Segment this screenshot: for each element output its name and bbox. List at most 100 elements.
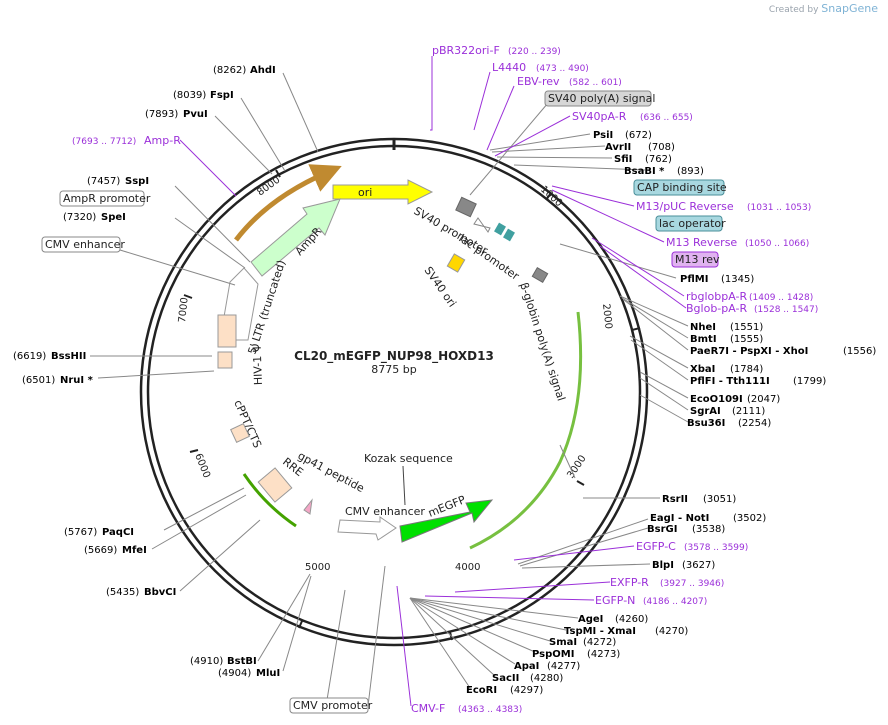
sv40-promoter-feature[interactable]: [455, 196, 477, 218]
primer-bglob-pa-r[interactable]: Bglob-pA-R: [686, 302, 748, 315]
box-cmv-promoter: [289, 697, 369, 714]
enzyme-pflmi[interactable]: PflMI: [680, 274, 708, 285]
enzyme-paqci[interactable]: PaqCI: [102, 527, 134, 538]
kozak-label: Kozak sequence: [364, 452, 453, 465]
boxed-label-cap-binding-site[interactable]: CAP binding site: [637, 181, 727, 194]
primer-leaders: [179, 56, 687, 707]
enzyme-spei[interactable]: SpeI: [101, 212, 126, 223]
boxed-label-m13-rev[interactable]: M13 rev: [675, 253, 720, 266]
primer-l4440[interactable]: L4440: [492, 61, 526, 74]
primer-cmv-f[interactable]: CMV-F: [411, 702, 445, 715]
enzyme-pos-ecoo109i: (2047): [747, 394, 780, 405]
enzyme-bstbi[interactable]: BstBI: [227, 656, 257, 667]
primer-range-rbglobpa-r: (1409 .. 1428): [749, 293, 813, 303]
enzyme-rsrii[interactable]: RsrII: [662, 494, 688, 505]
box-m13-rev: [671, 251, 719, 268]
plasmid-length: 8775 bp: [371, 363, 416, 376]
enzyme-nhei[interactable]: NheI: [690, 322, 716, 333]
sv40-ori-feature[interactable]: [446, 253, 466, 273]
boxed-label-sv40-polya[interactable]: SV40 poly(A) signal: [548, 92, 655, 105]
enzyme-pflfi-tth111i[interactable]: PflFI - Tth111I: [690, 376, 770, 387]
enzyme-nrui[interactable]: NruI *: [60, 375, 94, 386]
enzyme-ahdi[interactable]: AhdI: [250, 65, 276, 76]
primer-m13-puc-reverse[interactable]: M13/pUC Reverse: [636, 200, 734, 213]
enzyme-pos-sacii: (4280): [530, 673, 563, 684]
cmv-enhancer-inner-label: CMV enhancer: [345, 505, 425, 518]
enzyme-smai[interactable]: SmaI: [549, 637, 577, 648]
enzyme-pos-bbvci: (5435): [106, 587, 139, 598]
enzyme-pos-bsrgi: (3538): [692, 524, 725, 535]
enzyme-fspi[interactable]: FspI: [210, 90, 234, 101]
enzyme-pos-mlui: (4904): [218, 668, 251, 679]
enzyme-pos-paer7i: (1556): [843, 346, 876, 357]
enzyme-xbai[interactable]: XbaI: [690, 364, 715, 375]
ori-feature[interactable]: [332, 179, 434, 205]
enzyme-bsabi[interactable]: BsaBI *: [624, 166, 665, 177]
enzyme-pos-pflfi: (1799): [793, 376, 826, 387]
enzyme-pos-rsrii: (3051): [703, 494, 736, 505]
enzyme-agei[interactable]: AgeI: [578, 614, 603, 625]
egfp-feature[interactable]: [399, 499, 494, 543]
hiv-psi-feature[interactable]: [217, 314, 237, 348]
primer-pbr322ori-f[interactable]: pBR322ori-F: [432, 44, 500, 57]
primer-amp-r[interactable]: Amp-R: [144, 134, 181, 147]
enzyme-blpi[interactable]: BlpI: [652, 560, 674, 571]
enzyme-sspi[interactable]: SspI: [125, 176, 149, 187]
primer-m13-reverse[interactable]: M13 Reverse: [666, 236, 737, 249]
enzyme-pos-bstbi: (4910): [190, 656, 223, 667]
primer-sv40pa-r[interactable]: SV40pA-R: [572, 110, 627, 123]
rre-feature[interactable]: [257, 467, 293, 503]
primer-range-egfp-n: (4186 .. 4207): [643, 597, 707, 607]
enzyme-pos-bsabi: (893): [677, 166, 704, 177]
cmv-enhancer-shape[interactable]: [337, 516, 397, 541]
enzyme-pos-mfei: (5669): [84, 545, 117, 556]
enzyme-apai[interactable]: ApaI: [514, 661, 539, 672]
boxed-label-lac-operator[interactable]: lac operator: [659, 217, 726, 230]
enzyme-bsshii[interactable]: BssHII: [51, 351, 86, 362]
boxed-label-ampr-promoter[interactable]: AmpR promoter: [63, 192, 151, 205]
ampr-feature[interactable]: [250, 198, 341, 277]
enzyme-pos-bsshii: (6619): [13, 351, 46, 362]
enzyme-mlui[interactable]: MluI: [256, 668, 280, 679]
gp41-feature[interactable]: [303, 498, 313, 515]
enzyme-tspmi-xmai[interactable]: TspMI - XmaI: [564, 626, 636, 637]
primer-egfp-c[interactable]: EGFP-C: [636, 540, 676, 553]
lac-operator-marker: [503, 228, 515, 242]
enzyme-pos-smai: (4272): [583, 637, 616, 648]
enzyme-sgrai[interactable]: SgrAI: [690, 406, 721, 417]
enzyme-ecori[interactable]: EcoRI: [466, 685, 497, 696]
boxed-label-cmv-promoter[interactable]: CMV promoter: [293, 699, 373, 712]
enzyme-mfei[interactable]: MfeI: [122, 545, 147, 556]
boxed-label-cmv-enhancer[interactable]: CMV enhancer: [45, 238, 125, 251]
gp41-label: gp41 peptide: [296, 449, 367, 495]
cppt-cts-feature[interactable]: [230, 423, 250, 443]
primer-range-exfp-r: (3927 .. 3946): [660, 579, 724, 589]
primer-rbglobpa-r[interactable]: rbglobpA-R: [686, 290, 747, 303]
enzyme-pvui[interactable]: PvuI: [183, 109, 208, 120]
left-leaders: [90, 72, 386, 707]
tick-label-2000: 2000: [600, 303, 614, 329]
enzyme-ecoo109i[interactable]: EcoO109I: [690, 394, 743, 405]
enzyme-psii[interactable]: PsiI: [593, 130, 613, 141]
enzyme-pspomi[interactable]: PspOMI: [532, 649, 574, 660]
enzyme-eagi-noti[interactable]: EagI - NotI: [650, 513, 709, 524]
enzyme-bsrgi[interactable]: BsrGI: [647, 524, 677, 535]
enzyme-avrii[interactable]: AvrII: [605, 142, 631, 153]
watermark-text: Created by: [768, 5, 819, 15]
enzyme-bbvci[interactable]: BbvCI: [144, 587, 176, 598]
kozak-leader: [402, 465, 406, 506]
enzyme-sacii[interactable]: SacII: [492, 673, 519, 684]
enzyme-sfii[interactable]: SfiI: [614, 154, 632, 165]
beta-globin-feature[interactable]: [531, 266, 549, 284]
enzyme-bmti[interactable]: BmtI: [690, 334, 717, 345]
enzyme-paer7i-pspxi-xhoi[interactable]: PaeR7I - PspXI - XhoI: [690, 346, 808, 357]
primer-ebv-rev[interactable]: EBV-rev: [517, 75, 560, 88]
enzyme-bsu36i[interactable]: Bsu36I: [687, 418, 725, 429]
primer-egfp-n[interactable]: EGFP-N: [595, 594, 635, 607]
primer-exfp-r[interactable]: EXFP-R: [610, 576, 649, 589]
primer-range-pbr322ori-f: (220 .. 239): [508, 47, 561, 57]
amp-promoter-arc: [234, 164, 342, 242]
enzyme-pos-blpi: (3627): [682, 560, 715, 571]
tick-label-3000: 3000: [565, 453, 588, 480]
right-leaders: [409, 102, 689, 689]
